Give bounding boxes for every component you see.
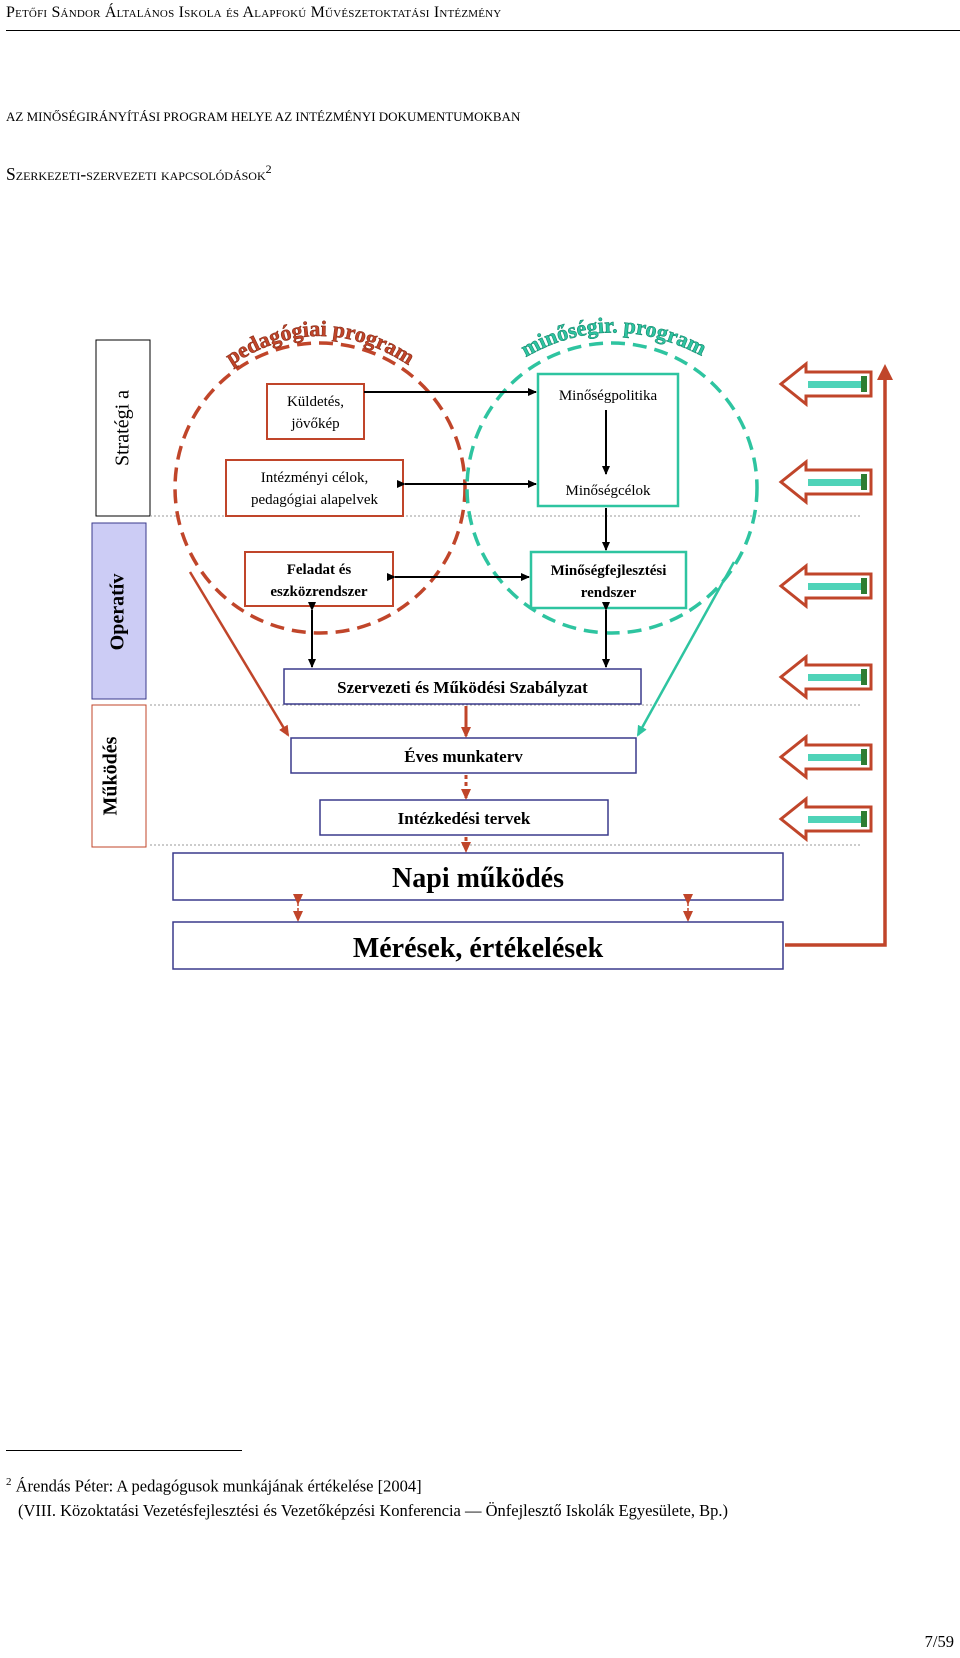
feedback-arrow-3-icon	[778, 562, 873, 610]
box-tasks-tools: Feladat és eszközrendszer	[244, 551, 394, 607]
pedagogical-program-circle	[173, 341, 467, 635]
box-quality-policy: Minőségpolitika	[559, 388, 658, 404]
level-strategic: Stratégi a	[95, 339, 151, 517]
footnote-line1: Árendás Péter: A pedagógusok munkájának …	[15, 1476, 422, 1496]
box-mission-line2: jövőkép	[290, 416, 339, 432]
feedback-arrow-4-icon	[778, 653, 873, 701]
footnote: 2 Árendás Péter: A pedagógusok munkájána…	[6, 1470, 728, 1523]
box-szmsz-label: Szervezeti és Működési Szabályzat	[337, 678, 588, 697]
feedback-line	[785, 374, 887, 947]
feedback-arrow-6-icon	[778, 795, 873, 843]
level-operative-label: Operatív	[107, 574, 129, 651]
level-operative: Operatív	[91, 522, 147, 700]
section-title: Az minőségirányítási program helye az in…	[6, 109, 521, 124]
box-institutional-goals-line1: Intézményi célok,	[261, 470, 368, 486]
level-strategic-label: Stratégi a	[112, 390, 134, 466]
box-quality-development-line2: rendszer	[581, 585, 637, 601]
box-annual-plan-label: Éves munkaterv	[404, 747, 523, 766]
box-szmsz: Szervezeti és Működési Szabályzat	[283, 668, 642, 705]
arrow-pedagogical-to-annual	[188, 571, 290, 737]
footnote-rule	[6, 1450, 242, 1451]
box-daily-operation: Napi működés	[172, 852, 784, 901]
level-operation-label: Működés	[100, 736, 122, 815]
footnote-line2: (VIII. Közoktatási Vezetésfejlesztési és…	[18, 1500, 728, 1520]
quality-program-circle	[465, 341, 759, 635]
feedback-arrow-1-icon	[778, 360, 873, 408]
feedback-arrows	[778, 360, 873, 843]
box-measurement-label: Mérések, értékelések	[353, 933, 604, 964]
box-mission-line1: Küldetés,	[287, 394, 344, 410]
feedback-arrow-2-icon	[778, 458, 873, 506]
box-institutional-goals-line2: pedagógiai alapelvek	[251, 492, 379, 508]
box-tasks-tools-line1: Feladat és	[287, 562, 352, 578]
quality-program-arc-label: minőségir. program	[516, 312, 710, 361]
feedback-arrow-5-icon	[778, 733, 873, 781]
box-quality-development-line1: Minőségfejlesztési	[551, 563, 667, 579]
page-number: 7/59	[924, 1632, 954, 1651]
box-institutional-goals: Intézményi célok, pedagógiai alapelvek	[225, 459, 404, 517]
box-tasks-tools-line2: eszközrendszer	[270, 584, 368, 600]
footnote-ref[interactable]: 2	[265, 162, 272, 176]
arrow-quality-to-annual	[636, 561, 736, 737]
header-rule	[6, 30, 960, 31]
feedback-arrowhead	[877, 364, 893, 380]
footnote-number: 2	[6, 1476, 12, 1488]
box-action-plans-label: Intézkedési tervek	[398, 809, 531, 828]
box-mission: Küldetés, jövőkép	[266, 383, 365, 440]
box-daily-operation-label: Napi működés	[392, 863, 564, 894]
box-quality-goals: Minőségcélok	[566, 483, 651, 499]
section-subtitle: Szerkezeti-szervezeti kapcsolódások2	[6, 162, 272, 184]
box-measurement: Mérések, értékelések	[172, 921, 784, 970]
box-quality-development: Minőségfejlesztési rendszer	[529, 550, 688, 610]
box-annual-plan: Éves munkaterv	[290, 737, 637, 774]
box-quality-policy-goals: Minőségpolitika Minőségcélok	[536, 372, 680, 508]
level-operation: Működés	[91, 704, 147, 848]
box-action-plans: Intézkedési tervek	[319, 799, 609, 836]
header-title: Petőfi Sándor Általános Iskola és Alapfo…	[6, 4, 502, 21]
